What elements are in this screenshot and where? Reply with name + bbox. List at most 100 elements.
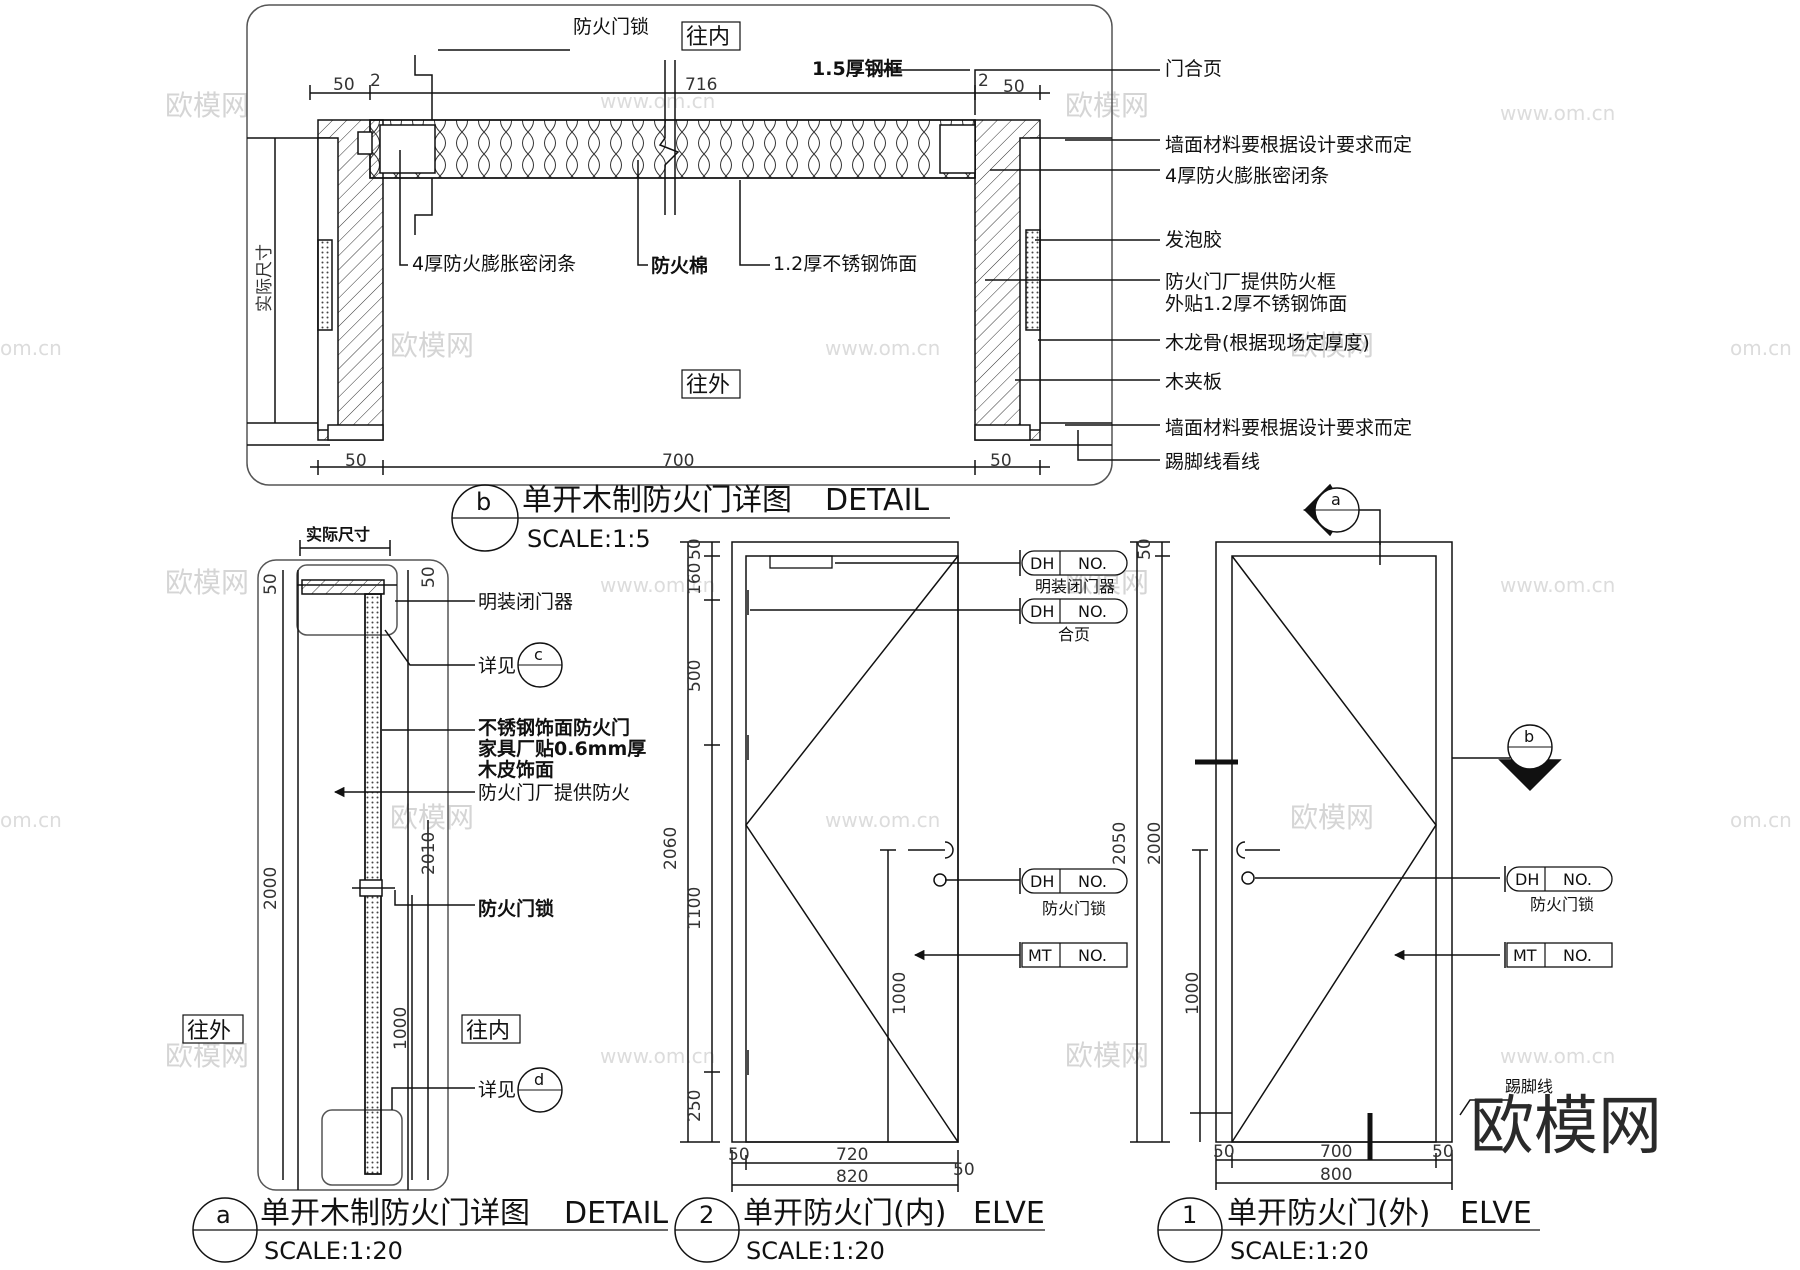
caption-b-scale: SCALE:1:5 [527, 525, 651, 553]
dim-top-left: 50 [261, 573, 281, 595]
note-frame-supply-1: 防火门厂提供防火框 [1165, 271, 1336, 293]
svg-text:MT: MT [1028, 946, 1052, 965]
watermark-url: www.om.cn [1500, 573, 1615, 597]
dim-bottom-left: 50 [345, 451, 367, 471]
note-skirting: 踢脚线看线 [1165, 451, 1260, 473]
note-keel: 木龙骨(根据现场定厚度) [1165, 332, 1370, 354]
watermark-brand: 欧模网 [165, 89, 249, 122]
door-frame-outer [731, 541, 959, 1143]
dim-v-250: 250 [685, 1090, 705, 1122]
drawing-1-elevation-outside [1130, 483, 1562, 1190]
dim-height-door: 2010 [419, 832, 439, 875]
watermark-url: om.cn [1730, 808, 1792, 832]
dim-v-50: 50 [1135, 538, 1155, 560]
watermark-brand: 欧模网 [390, 801, 474, 834]
caption-2: 2 单开防火门(内) ELVE SCALE:1:20 [674, 1196, 1045, 1265]
drawing-a-section [257, 540, 475, 1191]
note-wall-bottom: 墙面材料要根据设计要求而定 [1165, 417, 1412, 439]
svg-text:MT: MT [1513, 946, 1537, 965]
door-handle [908, 841, 954, 859]
watermark-url: www.om.cn [825, 808, 940, 832]
dim-right-offset: 50 [1003, 77, 1025, 97]
caption-2-label: 2 [699, 1201, 714, 1229]
note-closer: 明装闭门器 [478, 591, 573, 613]
drawing-b-plan-detail [246, 4, 1160, 486]
watermark-brand: 欧模网 [165, 1039, 249, 1072]
dim-h-50a: 50 [1213, 1142, 1235, 1162]
caption-2-en: ELVE [973, 1196, 1045, 1231]
note-hinge: 门合页 [1165, 58, 1222, 80]
caption-2-scale: SCALE:1:20 [746, 1237, 885, 1265]
caption-2-title: 单开防火门(内) [743, 1196, 946, 1231]
dim-gap-right: 2 [978, 71, 989, 91]
dim-gap-left: 2 [370, 71, 381, 91]
door-handle [1236, 841, 1280, 859]
dim-v-2050: 2050 [1110, 822, 1130, 865]
dim-h-800: 800 [1320, 1165, 1352, 1185]
svg-text:DH: DH [1030, 554, 1054, 573]
caption-a-title: 单开木制防火门详图 [260, 1196, 530, 1231]
tag-dh-hinge: DH NO. 合页 [1019, 598, 1128, 644]
watermark-brand: 欧模网 [1290, 329, 1374, 362]
caption-1-scale: SCALE:1:20 [1230, 1237, 1369, 1265]
caption-1: 1 单开防火门(外) ELVE SCALE:1:20 [1157, 1196, 1540, 1265]
watermark-url: www.om.cn [600, 1044, 715, 1068]
svg-text:防火门锁: 防火门锁 [1042, 899, 1106, 918]
caption-a-scale: SCALE:1:20 [264, 1237, 403, 1265]
drawing-1-labels: a b 50 2050 2000 1000 50 700 50 800 踢脚线 … [1110, 487, 1662, 1265]
note-see-c: 详见 [478, 655, 516, 677]
caption-1-label: 1 [1182, 1201, 1197, 1229]
note-wall-top: 墙面材料要根据设计要求而定 [1165, 134, 1412, 156]
svg-text:明装闭门器: 明装闭门器 [1035, 577, 1115, 596]
svg-text:NO.: NO. [1078, 872, 1107, 891]
note-door-3: 木皮饰面 [477, 758, 554, 781]
drawing-2-labels: 50 160 500 1100 250 2060 1000 50 720 50 … [661, 538, 1128, 1265]
note-seal-left: 4厚防火膨胀密闭条 [412, 253, 576, 275]
caption-1-en: ELVE [1460, 1196, 1532, 1231]
note-lock: 防火门锁 [573, 16, 649, 38]
dim-actual-size: 实际尺寸 [255, 244, 275, 312]
dim-v-500: 500 [685, 660, 705, 692]
watermark-url: www.om.cn [1500, 101, 1615, 125]
dim-h-50a: 50 [728, 1145, 750, 1165]
dim-v-1000: 1000 [1183, 972, 1203, 1015]
watermark-brand: 欧模网 [165, 566, 249, 599]
dim-v-160: 160 [685, 563, 705, 595]
dim-height-total: 2000 [261, 867, 281, 910]
caption-b-label: b [476, 488, 491, 516]
label-side-in: 往内 [686, 25, 730, 50]
note-fire-cotton: 防火棉 [651, 254, 708, 277]
watermark-brand: 欧模网 [1065, 89, 1149, 122]
door-leaf [1231, 555, 1437, 1143]
svg-text:b: b [1524, 727, 1534, 746]
svg-text:DH: DH [1515, 870, 1539, 889]
note-door-1: 不锈钢饰面防火门 [478, 716, 630, 739]
dim-left-offset: 50 [333, 75, 355, 95]
dim-h-700: 700 [1320, 1142, 1352, 1162]
door-frame-outer [1215, 541, 1453, 1143]
section-ref-a: a [1314, 487, 1360, 533]
brand-logo: 欧模网 [1470, 1090, 1662, 1164]
drawing-b-labels: 50 2 716 2 50 50 700 50 实际尺寸 往内 往外 防火门锁 … [255, 16, 1412, 553]
caption-a-en: DETAIL [564, 1196, 668, 1231]
dim-height-lock: 1000 [391, 1007, 411, 1050]
caption-b-en: DETAIL [825, 483, 929, 518]
detail-ref-d-label: d [534, 1070, 544, 1089]
note-steel-frame: 1.5厚钢框 [812, 57, 903, 80]
dim-h-720: 720 [836, 1145, 868, 1165]
svg-text:DH: DH [1030, 602, 1054, 621]
note-seal-right: 4厚防火膨胀密闭条 [1165, 165, 1329, 187]
watermark-url: www.om.cn [1500, 1044, 1615, 1068]
svg-text:合页: 合页 [1058, 625, 1090, 644]
dim-h-50b: 50 [1432, 1142, 1454, 1162]
watermark-brand: 欧模网 [1065, 1039, 1149, 1072]
section-ref-b: b [1507, 724, 1553, 770]
room-label-box [681, 369, 741, 399]
note-frame-supply-2: 外贴1.2厚不锈钢饰面 [1165, 293, 1347, 315]
label-actual-size: 实际尺寸 [306, 525, 370, 544]
note-see-d: 详见 [478, 1079, 516, 1101]
note-supply: 防火门厂提供防火 [478, 782, 630, 804]
dim-h-50b: 50 [953, 1160, 975, 1180]
tag-dh-closer: DH NO. 明装闭门器 [1019, 550, 1128, 596]
tag-mt: MT NO. [1504, 942, 1613, 968]
